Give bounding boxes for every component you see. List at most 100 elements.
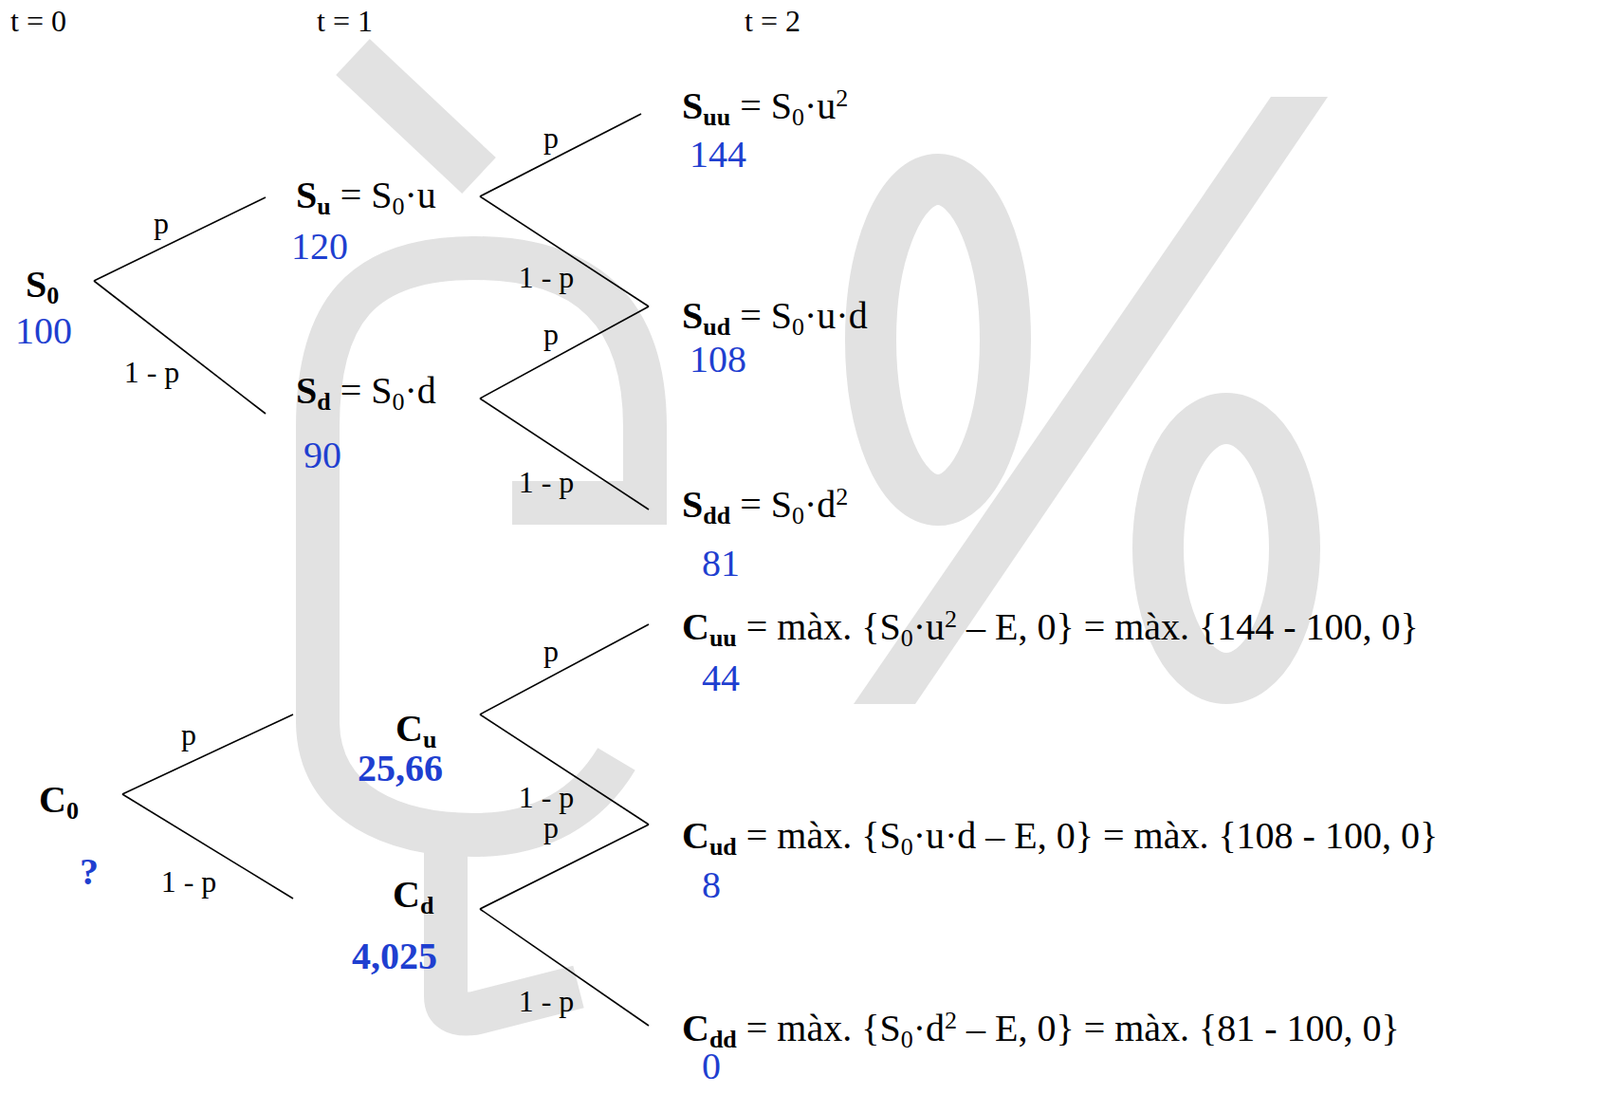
formula-part: ·d	[804, 482, 836, 526]
branch-line	[479, 824, 649, 909]
formula-part: = S	[730, 482, 792, 526]
formula-part: C	[38, 777, 67, 821]
formula-part: ud	[709, 832, 737, 861]
branch-line	[479, 306, 649, 399]
tree-node: Su = S0·u120	[291, 174, 437, 268]
tree-node: Cud = màx. {S0·u·d – E, 0} = màx. {108 -…	[681, 814, 1438, 906]
formula-part: – E, 0} = màx. {81 - 100, 0}	[956, 1006, 1400, 1049]
node-value: 90	[303, 434, 437, 477]
formula-part: S	[681, 482, 703, 526]
formula-part: 0	[901, 832, 914, 861]
tree-node: Suu = S0·u2144	[681, 85, 848, 176]
formula-part: 0	[392, 387, 405, 416]
formula-part: = màx. {S	[736, 605, 902, 648]
formula-part: ·u	[404, 173, 437, 217]
branch-line	[93, 280, 266, 414]
node-formula: S0	[25, 263, 73, 306]
formula-part: C	[681, 813, 710, 857]
node-value: 81	[701, 542, 848, 585]
probability-label: p	[543, 811, 559, 843]
formula-part: 0	[791, 501, 805, 530]
branch-line	[122, 793, 294, 899]
formula-part: 0	[901, 624, 914, 652]
node-value: 25,66	[357, 747, 443, 790]
watermark-loop	[317, 257, 645, 835]
branch-line	[479, 908, 649, 1026]
time-label: t = 0	[10, 5, 67, 37]
formula-part: C	[395, 706, 423, 750]
time-label: t = 1	[316, 5, 373, 37]
formula-part: S	[295, 368, 317, 412]
tree-node: Sd = S0·d 90	[291, 369, 437, 477]
time-label: t = 2	[744, 5, 801, 37]
formula-part: ud	[702, 312, 731, 341]
probability-label: 1 - p	[161, 865, 218, 897]
probability-label: 1 - p	[518, 781, 575, 812]
formula-part: 2	[944, 1006, 957, 1034]
branch-line	[93, 197, 266, 281]
node-value: 108	[689, 338, 868, 381]
node-formula: C0	[38, 778, 99, 821]
probability-label: p	[181, 718, 197, 750]
formula-part: S	[295, 173, 317, 217]
formula-part: 0	[791, 103, 805, 131]
node-formula: Cu	[395, 707, 443, 750]
formula-part: C	[392, 872, 421, 916]
branch-line	[479, 196, 649, 307]
formula-part: uu	[709, 624, 737, 652]
tree-node: Sdd = S0·d2 81	[681, 483, 848, 585]
node-formula: Cd	[392, 873, 438, 916]
tree-node: C0?	[38, 778, 99, 893]
formula-part: = S	[730, 84, 792, 128]
formula-part: S	[681, 84, 703, 128]
node-formula: Sud = S0·u·d	[681, 294, 868, 337]
formula-part: d	[316, 387, 331, 416]
formula-part: 0	[392, 192, 405, 221]
formula-part: S	[681, 294, 703, 337]
node-formula: Sdd = S0·d2	[681, 483, 848, 526]
node-formula: Cuu = màx. {S0·u2 – E, 0} = màx. {144 - …	[681, 606, 1419, 648]
formula-part: d	[420, 891, 434, 920]
probability-label: p	[543, 635, 559, 666]
formula-part: 2	[944, 605, 957, 633]
tree-node: Cdd = màx. {S0·d2 – E, 0} = màx. {81 - 1…	[681, 1007, 1400, 1087]
formula-part: 0	[66, 796, 79, 825]
branch-line	[122, 714, 294, 794]
tree-node: Cd 4,025	[351, 873, 438, 977]
probability-label: 1 - p	[518, 985, 575, 1016]
formula-part: ·d	[404, 368, 437, 412]
formula-part: ·u	[804, 84, 836, 128]
formula-part: – E, 0} = màx. {144 - 100, 0}	[956, 605, 1419, 648]
node-value: 4,025	[351, 935, 438, 977]
formula-part: u	[316, 192, 331, 221]
formula-part: ·d	[913, 1006, 945, 1049]
tree-node: Cu25,66	[357, 707, 443, 790]
formula-part: 0	[46, 281, 59, 310]
tree-node: Sud = S0·u·d108	[681, 294, 868, 381]
probability-label: 1 - p	[518, 261, 575, 293]
formula-part: ·u	[913, 605, 945, 648]
formula-part: 2	[835, 84, 848, 112]
formula-part: dd	[702, 501, 731, 530]
node-value: 0	[701, 1045, 1400, 1087]
formula-part: 0	[791, 312, 805, 341]
formula-part: S	[25, 262, 47, 306]
probability-label: p	[543, 318, 559, 350]
formula-part: uu	[702, 103, 731, 131]
node-formula: Suu = S0·u2	[681, 85, 848, 128]
node-formula: Cdd = màx. {S0·d2 – E, 0} = màx. {81 - 1…	[681, 1007, 1400, 1049]
watermark-percent-ring	[870, 179, 1006, 500]
probability-label: p	[153, 207, 169, 239]
formula-part: = S	[331, 173, 393, 217]
probability-label: 1 - p	[518, 466, 575, 497]
node-formula: Sd = S0·d	[295, 369, 437, 412]
formula-part: 0	[901, 1025, 914, 1053]
node-value: ?	[79, 850, 99, 893]
node-formula: Su = S0·u	[295, 174, 437, 217]
formula-part: 2	[835, 482, 848, 511]
watermark-logo	[317, 56, 1295, 1014]
branch-line	[479, 624, 649, 715]
branch-line	[479, 398, 649, 510]
formula-part: = S	[730, 294, 792, 337]
